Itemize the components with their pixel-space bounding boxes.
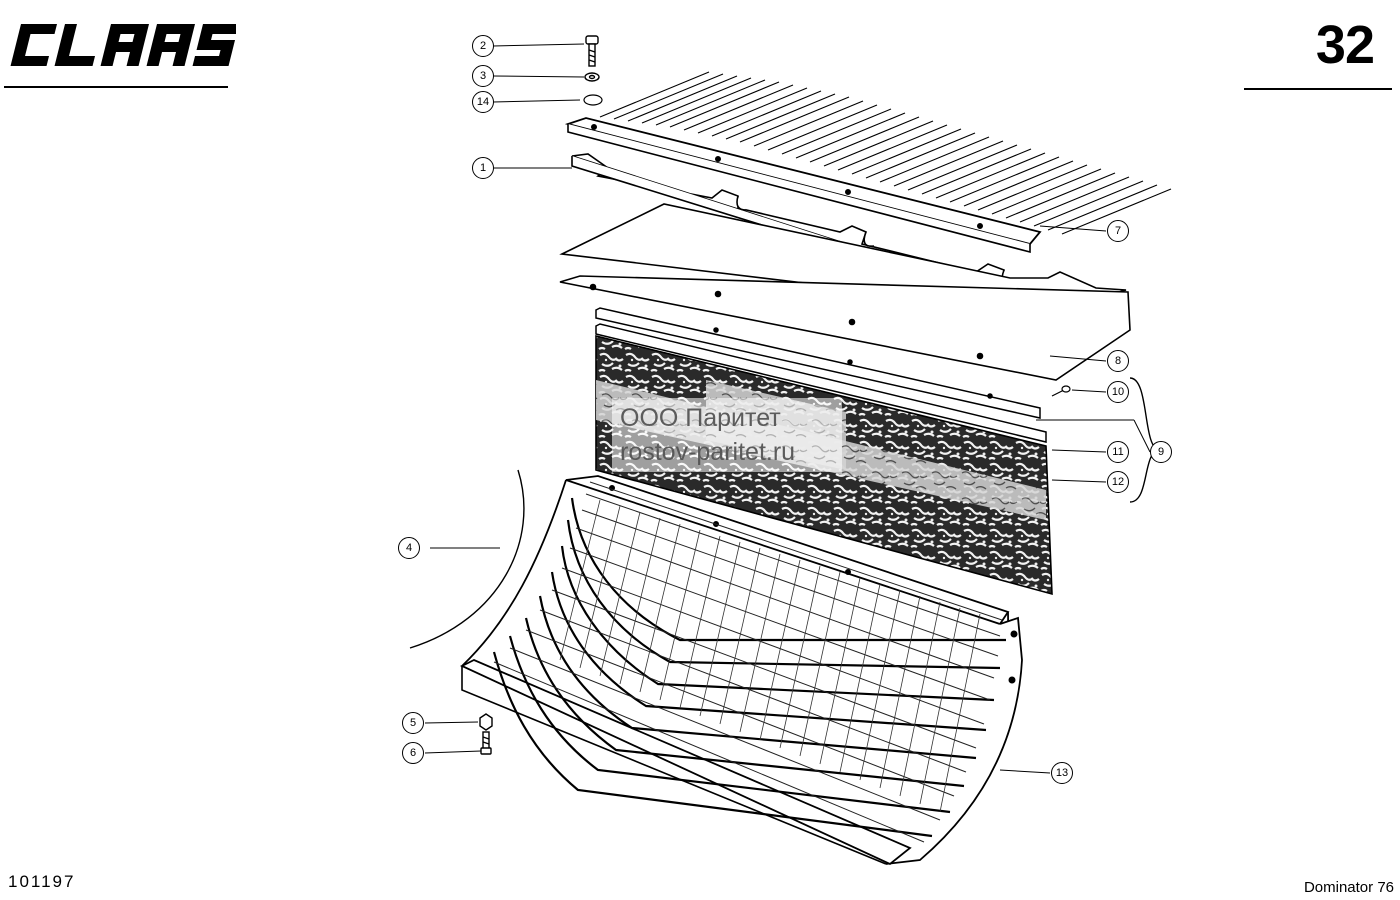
concave-radius-arc [409, 469, 525, 649]
callout-13: 13 [1051, 762, 1073, 784]
header-rule [4, 86, 228, 88]
nut-bottom [479, 713, 493, 731]
leader-lines [424, 43, 1151, 774]
callout-2: 2 [472, 35, 494, 57]
watermark-company: ООО Паритет [620, 404, 781, 432]
callout-7: 7 [1107, 220, 1129, 242]
model-name: Dominator 76 [1303, 879, 1394, 896]
callout-11: 11 [1107, 441, 1129, 463]
plate [559, 275, 1131, 381]
washer-top [584, 72, 600, 82]
callout-10: 10 [1107, 381, 1129, 403]
callout-6: 6 [402, 742, 424, 764]
bolt-bottom [480, 731, 492, 755]
claas-logo [10, 24, 236, 66]
screw-small [1051, 385, 1071, 397]
finger-grate [564, 71, 1172, 254]
callout-4: 4 [398, 537, 420, 559]
concave [459, 475, 1023, 866]
clamp-strips [595, 307, 1047, 443]
callout-12: 12 [1107, 471, 1129, 493]
callout-5: 5 [402, 712, 424, 734]
header-rule [1244, 88, 1392, 90]
callout-3: 3 [472, 65, 494, 87]
callout-1: 1 [472, 157, 494, 179]
page-number: 32 [1315, 15, 1375, 75]
watermark-url: rostov-paritet.ru [620, 437, 796, 466]
callout-14: 14 [472, 91, 494, 113]
bolt-top [585, 35, 599, 67]
catalog-number: 101197 [8, 872, 76, 891]
callout-9: 9 [1150, 441, 1172, 463]
watermark: ООО Паритет rostov-paritet.ru [620, 402, 795, 470]
spring-washer [583, 94, 603, 106]
watermark-backdrop [612, 398, 842, 472]
group-brace [1129, 377, 1161, 503]
callout-8: 8 [1107, 350, 1129, 372]
